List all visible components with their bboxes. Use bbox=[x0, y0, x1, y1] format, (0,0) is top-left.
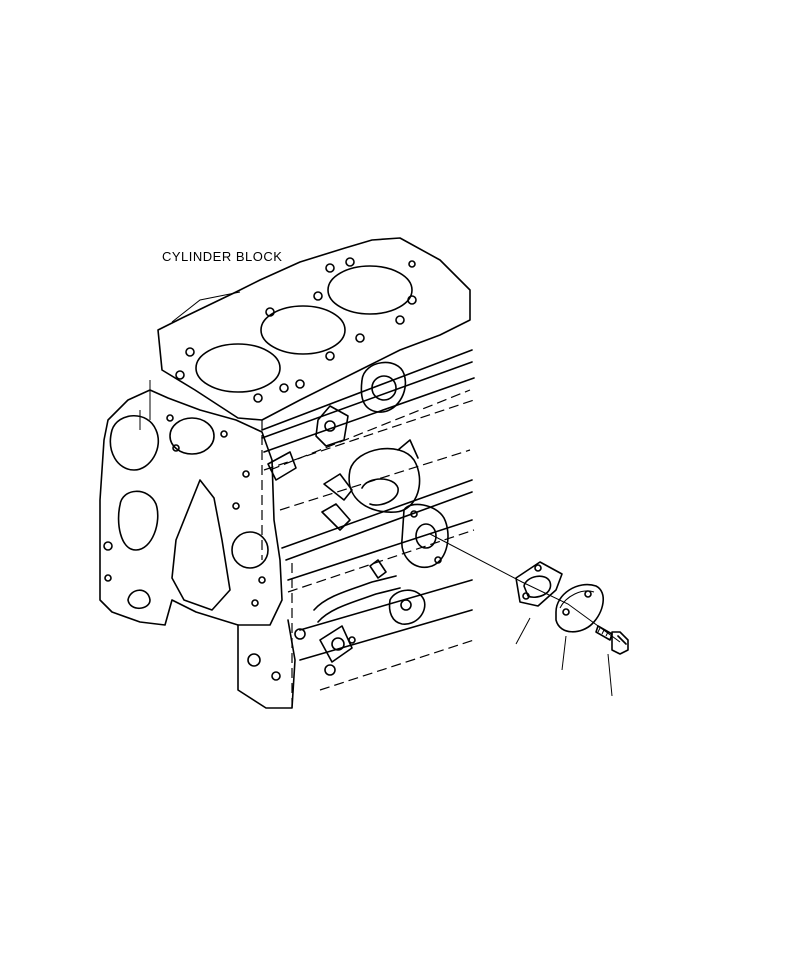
leader-line-bolt bbox=[607, 653, 613, 697]
cylinder-block-label: CYLINDER BLOCK bbox=[162, 249, 283, 264]
gasket-part bbox=[515, 561, 563, 607]
leader-line-cover-plate bbox=[561, 635, 567, 671]
cover-plate-part bbox=[555, 583, 604, 633]
cylinder-block bbox=[99, 237, 475, 709]
bolt-part bbox=[595, 625, 629, 655]
leader-line-gasket bbox=[515, 617, 531, 645]
